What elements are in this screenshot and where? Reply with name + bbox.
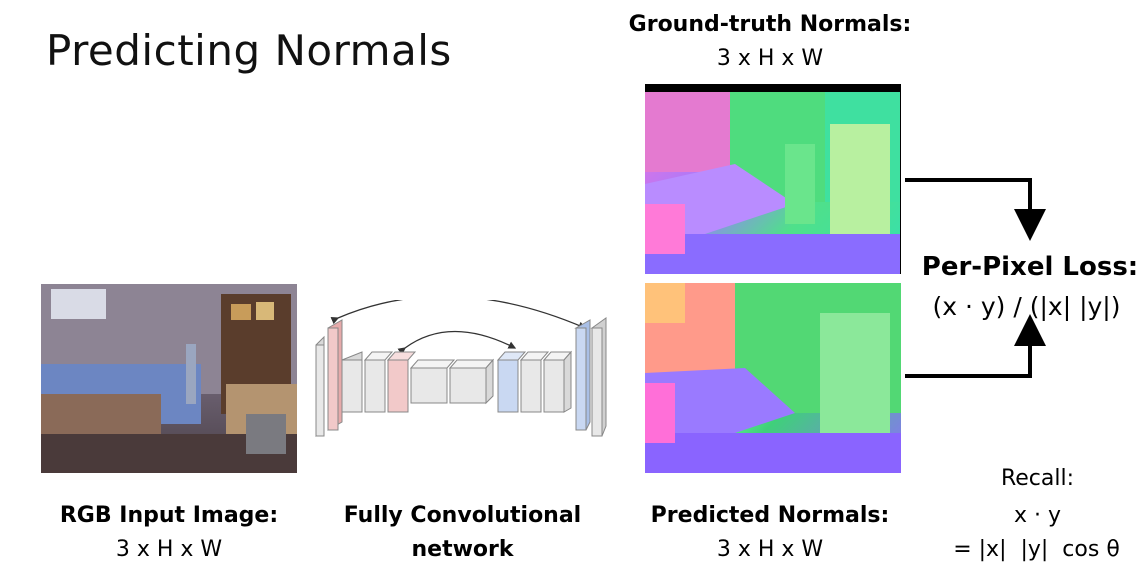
ground-truth-size: 3 x H x W bbox=[716, 46, 824, 71]
fcn-label-line1: Fully Convolutional bbox=[343, 503, 582, 528]
ground-truth-label: Ground-truth Normals: bbox=[628, 12, 912, 37]
loss-formula: (x · y) / (|x| |y|) bbox=[932, 292, 1121, 321]
fcn-label-line2: network bbox=[411, 537, 514, 562]
ground-truth-map bbox=[645, 84, 901, 274]
ground-truth-to-loss-arrow bbox=[905, 178, 1046, 241]
predicted-normals-image bbox=[645, 283, 901, 473]
predicted-label: Predicted Normals: bbox=[650, 503, 890, 528]
ground-truth-normals-image bbox=[645, 84, 901, 274]
predicted-to-loss-arrow bbox=[905, 314, 1046, 378]
loss-arrows bbox=[905, 178, 1046, 378]
recall-label: Recall: bbox=[1000, 466, 1075, 491]
rgb-input-size: 3 x H x W bbox=[115, 537, 223, 562]
decoder-blocks bbox=[496, 317, 607, 437]
loss-label: Per-Pixel Loss: bbox=[921, 252, 1139, 282]
rgb-input-label: RGB Input Image: bbox=[59, 503, 279, 528]
recall-line1: x · y bbox=[1013, 503, 1062, 528]
encoder-blocks bbox=[315, 319, 495, 437]
predicted-map bbox=[645, 283, 901, 473]
skip-connection-inner bbox=[397, 330, 517, 355]
bedroom-photo bbox=[41, 284, 297, 473]
predicted-size: 3 x H x W bbox=[716, 537, 824, 562]
slide-title: Predicting Normals bbox=[46, 26, 452, 75]
recall-line2: = |x| |y| cos θ bbox=[953, 537, 1120, 562]
rgb-input-image bbox=[41, 284, 297, 473]
fcn-diagram bbox=[315, 300, 607, 437]
skip-connection-outer bbox=[330, 300, 587, 330]
